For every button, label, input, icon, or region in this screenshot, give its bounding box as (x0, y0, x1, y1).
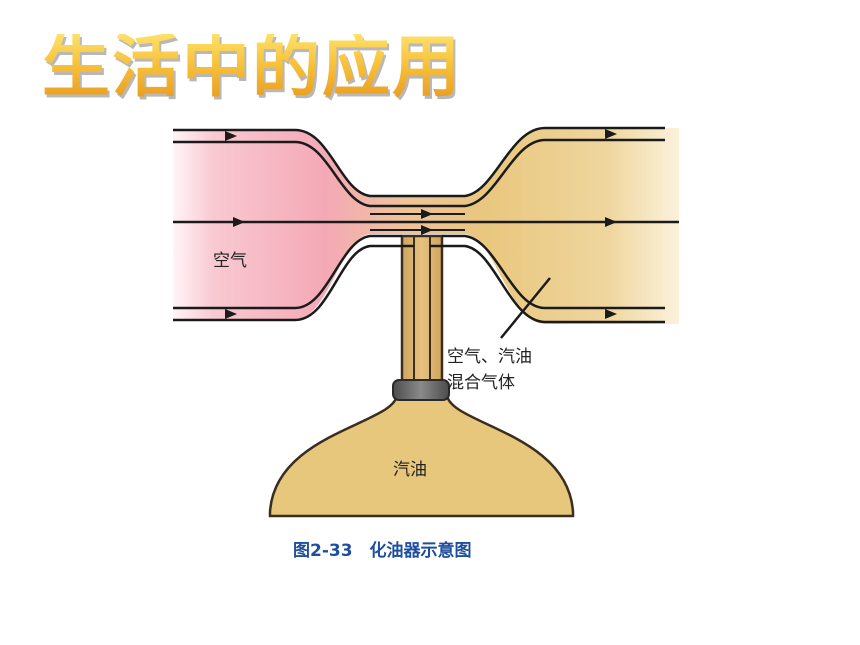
flow-arrow-mid-throat-2 (421, 225, 433, 235)
mixture-leader-line (500, 277, 551, 339)
flow-arrow-mid-left (233, 217, 245, 227)
figure-caption: 图2-33 化油器示意图 (293, 540, 472, 561)
top-wall-outer (173, 126, 665, 198)
flow-arrow-bottom-right (605, 309, 617, 319)
fuel-tube (400, 234, 444, 386)
label-mixture-line1: 空气、汽油 (447, 347, 532, 367)
gasoline-bottle (268, 392, 575, 518)
label-gasoline: 汽油 (393, 460, 427, 480)
flow-arrow-mid-throat (421, 209, 433, 219)
flow-arrow-mid-right (605, 217, 617, 227)
label-air: 空气 (213, 251, 247, 271)
flow-arrow-top-left (225, 131, 237, 141)
carburetor-diagram: 空气 空气、汽油 混合气体 汽油 图2-33 化油器示意图 (173, 126, 679, 561)
flow-arrow-top-right (605, 129, 617, 139)
label-mixture-line2: 混合气体 (447, 373, 515, 393)
top-wall-inner (173, 138, 665, 208)
slide-title: 生活中的应用 (42, 28, 463, 107)
bottom-wall-inner (173, 234, 665, 310)
flow-arrow-bottom-left (225, 309, 237, 319)
venturi-channel (173, 128, 679, 324)
bottom-wall-outer (173, 244, 665, 324)
tube-collar (392, 379, 450, 401)
carburetor-figure: 空气 空气、汽油 混合气体 汽油 图2-33 化油器示意图 (165, 112, 687, 570)
